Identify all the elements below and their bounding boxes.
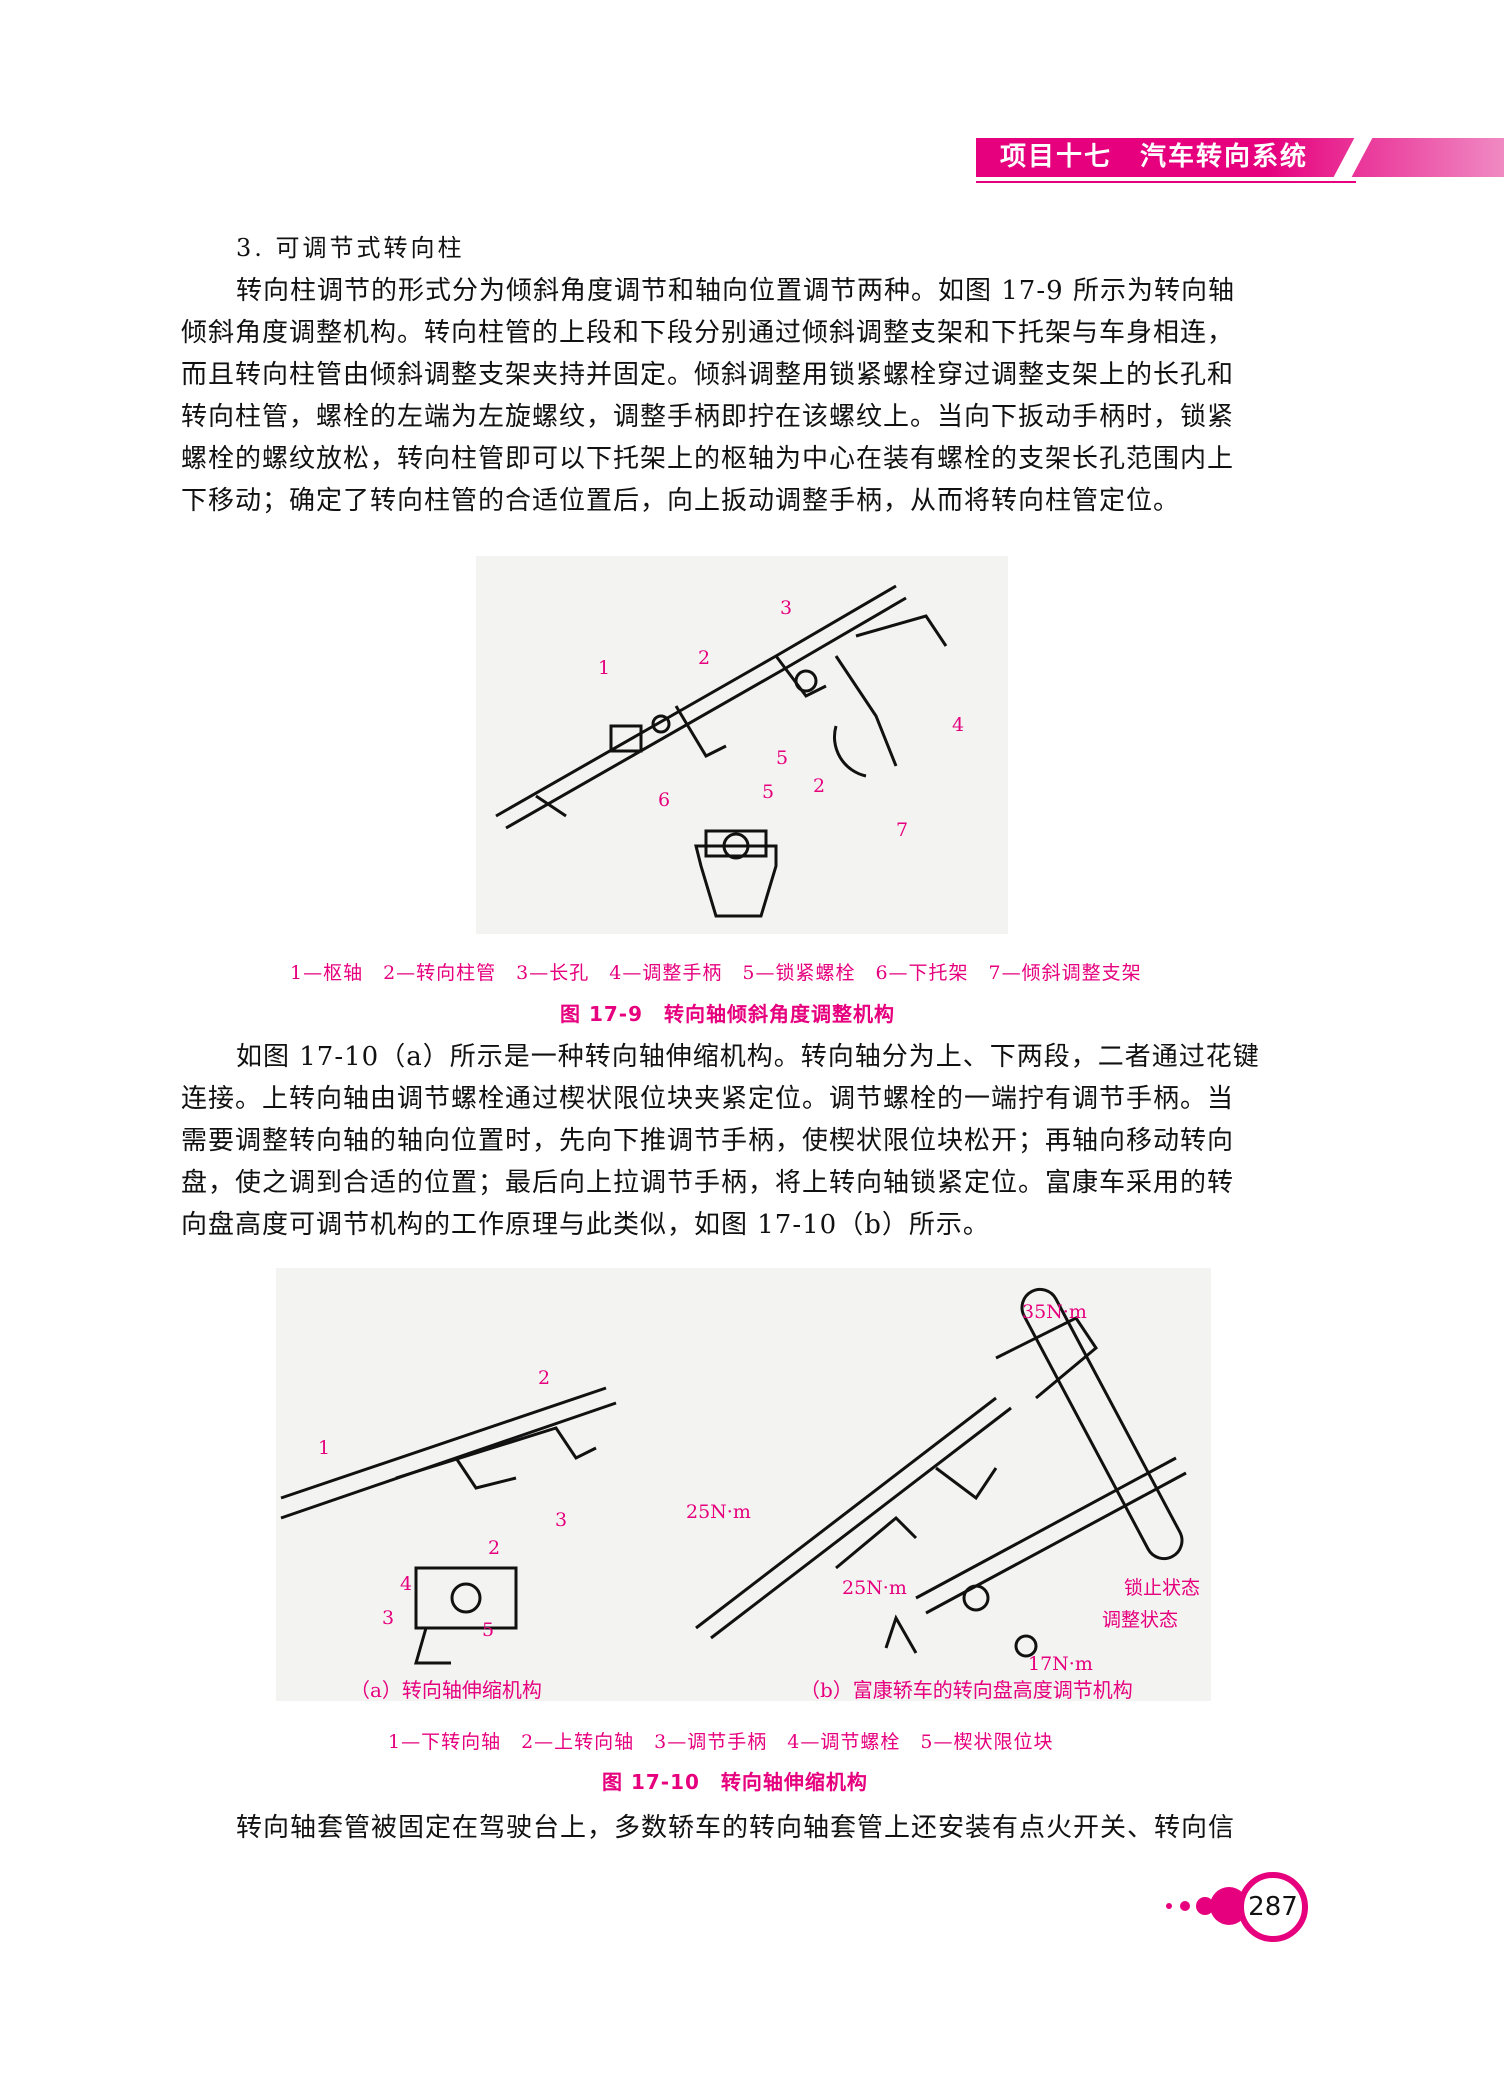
callout-label: 1 xyxy=(598,657,610,679)
header-rule xyxy=(976,181,1356,183)
callout-label: 3 xyxy=(382,1607,394,1629)
running-header: 项目十七汽车转向系统 xyxy=(1000,138,1308,177)
callout-label: 2 xyxy=(488,1537,500,1559)
figure-17-9: 1 2 3 4 5 6 5 2 7 xyxy=(476,556,1008,934)
callout-label: 4 xyxy=(400,1573,412,1595)
dot-icon xyxy=(1180,1901,1190,1911)
chapter-title: 汽车转向系统 xyxy=(1140,142,1309,172)
callout-label: 5 xyxy=(762,781,774,803)
text-line: 转向柱管，螺栓的左端为左旋螺纹，调整手柄即拧在该螺纹上。当向下扳动手柄时，锁紧 xyxy=(181,402,1235,432)
torque-label: 25N·m xyxy=(842,1577,907,1599)
callout-label: 5 xyxy=(482,1619,494,1641)
callout-label: 4 xyxy=(952,714,964,736)
callout-label: 2 xyxy=(538,1367,550,1389)
figure-caption: 图 17-10 转向轴伸缩机构 xyxy=(602,1770,868,1794)
text-line: 下移动；确定了转向柱管的合适位置后，向上扳动调整手柄，从而将转向柱管定位。 xyxy=(181,486,1181,516)
state-label: 锁止状态 xyxy=(1124,1577,1200,1599)
callout-label: 1 xyxy=(318,1437,330,1459)
sub-caption-b: （b）富康轿车的转向盘高度调节机构 xyxy=(800,1678,1133,1702)
torque-label: 25N·m xyxy=(686,1501,751,1523)
text-line: 盘，使之调到合适的位置；最后向上拉调节手柄，将上转向轴锁紧定位。富康车采用的转 xyxy=(181,1168,1235,1198)
section-title: 3. 可调节式转向柱 xyxy=(236,234,465,262)
torque-label: 35N·m xyxy=(1022,1301,1087,1323)
figure-17-10: 2 1 3 2 4 3 5 35N·m 25N·m 25N·m 锁止状态 调整状… xyxy=(276,1268,1211,1701)
text-line: 需要调整转向轴的轴向位置时，先向下推调节手柄，使楔状限位块松开；再轴向移动转向 xyxy=(181,1126,1235,1156)
text-line: 连接。上转向轴由调节螺栓通过楔状限位块夹紧定位。调节螺栓的一端拧有调节手柄。当 xyxy=(181,1084,1235,1114)
text-line: 向盘高度可调节机构的工作原理与此类似，如图 17-10（b）所示。 xyxy=(181,1210,990,1240)
page-number: 287 xyxy=(1238,1872,1308,1942)
callout-label: 3 xyxy=(555,1509,567,1531)
sub-caption-a: （a）转向轴伸缩机构 xyxy=(350,1678,542,1702)
figure-caption: 图 17-9 转向轴倾斜角度调整机构 xyxy=(560,1002,896,1026)
text-line: 如图 17-10（a）所示是一种转向轴伸缩机构。转向轴分为上、下两段，二者通过花… xyxy=(236,1042,1260,1072)
figure-legend: 1—枢轴 2—转向柱管 3—长孔 4—调整手柄 5—锁紧螺栓 6—下托架 7—倾… xyxy=(290,962,1142,984)
callout-label: 6 xyxy=(658,789,670,811)
header-band xyxy=(976,138,1504,177)
state-label: 调整状态 xyxy=(1102,1609,1178,1631)
text-line: 倾斜角度调整机构。转向柱管的上段和下段分别通过倾斜调整支架和下托架与车身相连， xyxy=(181,318,1235,348)
callout-label: 2 xyxy=(813,775,825,797)
figure-legend: 1—下转向轴 2—上转向轴 3—调节手柄 4—调节螺栓 5—楔状限位块 xyxy=(388,1731,1054,1753)
dot-icon xyxy=(1196,1897,1214,1915)
callout-label: 2 xyxy=(698,647,710,669)
steering-telescopic-illustration: 2 1 3 2 4 3 5 35N·m 25N·m 25N·m 锁止状态 调整状… xyxy=(280,1287,1200,1675)
text-line: 转向轴套管被固定在驾驶台上，多数轿车的转向轴套管上还安装有点火开关、转向信 xyxy=(236,1813,1236,1843)
chapter-label: 项目十七 xyxy=(1000,142,1113,172)
text-line: 而且转向柱管由倾斜调整支架夹持并固定。倾斜调整用锁紧螺栓穿过调整支架上的长孔和 xyxy=(181,360,1235,390)
callout-label: 7 xyxy=(896,819,908,841)
callout-label: 5 xyxy=(776,747,788,769)
text-line: 螺栓的螺纹放松，转向柱管即可以下托架上的枢轴为中心在装有螺栓的支架长孔范围内上 xyxy=(181,444,1235,474)
text-line: 转向柱调节的形式分为倾斜角度调节和轴向位置调节两种。如图 17-9 所示为转向轴 xyxy=(236,276,1235,306)
paragraph-2: 如图 17-10（a）所示是一种转向轴伸缩机构。转向轴分为上、下两段，二者通过花… xyxy=(181,1036,1315,1246)
paragraph-1: 转向柱调节的形式分为倾斜角度调节和轴向位置调节两种。如图 17-9 所示为转向轴… xyxy=(181,270,1315,522)
paragraph-3: 转向轴套管被固定在驾驶台上，多数轿车的转向轴套管上还安装有点火开关、转向信 xyxy=(181,1807,1315,1849)
callout-label: 3 xyxy=(780,597,792,619)
torque-label: 17N·m xyxy=(1028,1653,1093,1675)
steering-tilt-illustration: 1 2 3 4 5 6 5 2 7 xyxy=(495,584,964,918)
dot-icon xyxy=(1166,1903,1172,1909)
